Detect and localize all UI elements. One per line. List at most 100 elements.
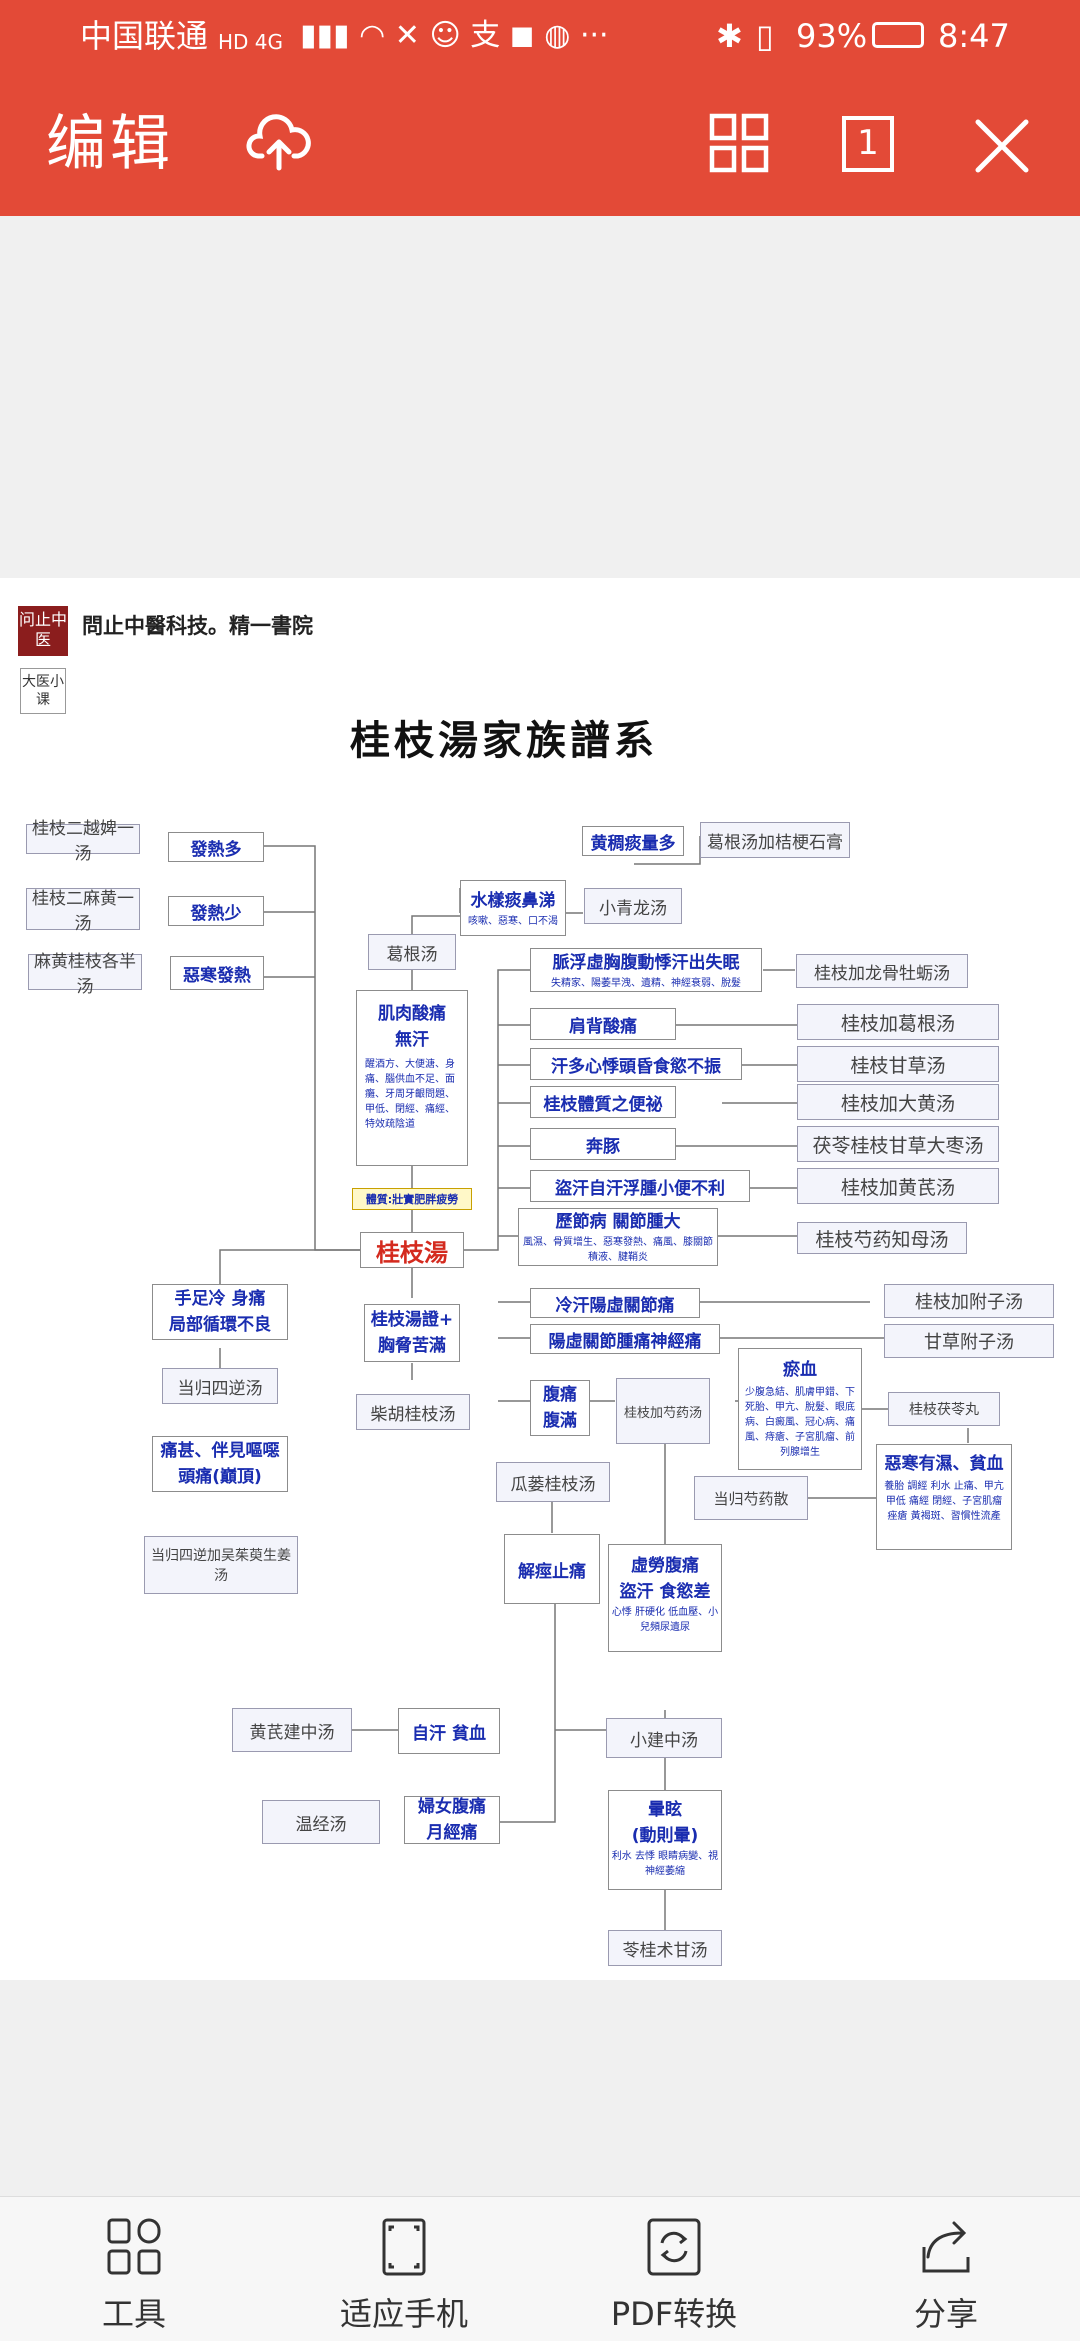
node-label: 桂枝加大黄汤 — [840, 1092, 955, 1115]
herb-node: 麻黄桂枝各半汤 — [28, 952, 142, 997]
node-label: 柴胡桂枝汤 — [370, 1404, 456, 1425]
herb-node: 小建中汤 — [606, 1718, 722, 1758]
symptom-node: 痛甚、伴見嘔噁 頭痛(巔頂) — [152, 1436, 288, 1492]
node-label: 痛甚、伴見嘔噁 — [160, 1441, 280, 1461]
node-label: 發熱少 — [190, 903, 242, 924]
pdf-convert-icon — [647, 2218, 701, 2276]
bottom-toolbar: 工具 适应手机 PDF转换 分享 — [0, 2196, 1080, 2341]
symptom-node: 虛勞腹痛 盜汗 食慾差 心悸 肝硬化 低血壓、小兒頻尿遺尿 — [608, 1544, 722, 1652]
herb-node: 当归四逆汤 — [162, 1368, 278, 1404]
node-label: 桂枝加黄芪汤 — [840, 1176, 955, 1199]
symptom-node: 盜汗自汗浮腫小便不利 — [530, 1170, 750, 1202]
node-label: 桂枝加附子汤 — [915, 1292, 1023, 1313]
cloud-upload-icon[interactable] — [246, 112, 312, 176]
node-label: 體質:壯實肥胖疲勞 — [365, 1193, 459, 1206]
signal-icon: ▮▮▮ ◠ ✕ ☺ 支 ◼ ◍ ··· — [300, 18, 609, 53]
node-label: 黄稠痰量多 — [590, 833, 676, 854]
herb-node: 葛根汤 — [368, 934, 456, 970]
symptom-node: 發熱多 — [168, 832, 264, 862]
carrier-label: 中国联通 — [80, 17, 209, 55]
vibrate-icon: ▯ — [756, 17, 774, 55]
symptom-node: 陽虛關節腫痛神經痛 — [530, 1324, 720, 1354]
fit-phone-button[interactable]: 适应手机 — [304, 2197, 504, 2341]
herb-node: 当归芍药散 — [694, 1476, 808, 1520]
herb-node: 苓桂术甘汤 — [608, 1930, 722, 1966]
node-sublabel: 少腹急結、肌膚甲錯、下死胎、甲亢、脫髮、眼底病、白癜風、冠心病、痛風、痔瘡、子宮… — [745, 1387, 855, 1458]
node-label: 腹滿 — [543, 1411, 577, 1431]
herb-node: 黄芪建中汤 — [232, 1708, 352, 1752]
node-label: 冷汗陽虛關節痛 — [555, 1295, 675, 1316]
node-label: 桂枝加葛根汤 — [840, 1012, 955, 1035]
clock: 8:47 — [938, 17, 1010, 55]
node-sublabel: 咳嗽、惡寒、口不渴 — [468, 915, 558, 927]
node-label: 桂枝加芍药汤 — [623, 1405, 702, 1421]
node-label: 盜汗自汗浮腫小便不利 — [555, 1178, 725, 1199]
herb-node: 桂枝加葛根汤 — [797, 1004, 999, 1040]
herb-node: 桂枝加附子汤 — [884, 1284, 1054, 1318]
node-label: 葛根汤加桔梗石膏 — [707, 832, 843, 853]
pdf-page[interactable]: 问止中医 問止中醫科技。精一書院 大医小课 桂枝湯家族譜系 桂枝二越婢一汤 發熱… — [0, 578, 1080, 1980]
herb-node: 桂枝甘草汤 — [797, 1046, 999, 1082]
symptom-node: 黄稠痰量多 — [582, 826, 684, 856]
close-icon[interactable] — [974, 118, 1030, 174]
node-label: 肌肉酸痛 — [378, 1004, 446, 1024]
symptom-node: 桂枝湯證+ 胸脅苦滿 — [364, 1304, 460, 1362]
symptom-node: 歷節病 關節腫大 風濕、骨質增生、惡寒發熱、痛風、膝關節積液、腱鞘炎 — [518, 1208, 718, 1266]
node-label: 肩背酸痛 — [569, 1016, 637, 1037]
chart-title: 桂枝湯家族譜系 — [350, 717, 658, 764]
node-sublabel: 醒酒方、大便溏、身痛、腦供血不足、面癱、牙周牙齦問題、甲低、閉經、痛經、特效疏陰… — [365, 1059, 455, 1130]
pdf-convert-button[interactable]: PDF转换 — [574, 2197, 774, 2341]
node-label: 水樣痰鼻涕 — [470, 890, 556, 911]
herb-node: 桂枝芍药知母汤 — [797, 1222, 967, 1254]
node-label: 腹痛 — [543, 1385, 577, 1405]
pdf-convert-label: PDF转换 — [610, 2295, 738, 2333]
edit-button[interactable]: 编辑 — [46, 109, 174, 179]
battery-percent: 93% — [796, 17, 868, 55]
node-label: 桂枝湯證+ — [370, 1310, 454, 1330]
node-label: 桂枝二越婢一汤 — [32, 819, 134, 864]
node-label: 小建中汤 — [630, 1730, 698, 1751]
node-label: 桂枝甘草汤 — [850, 1054, 946, 1077]
node-label: 惡寒有濕、貧血 — [884, 1454, 1004, 1474]
node-label: 暈眩 — [648, 1800, 682, 1820]
node-label: 月經痛 — [426, 1823, 478, 1843]
share-icon — [922, 2221, 970, 2273]
herb-node: 柴胡桂枝汤 — [356, 1394, 470, 1430]
node-label: 手足冷 身痛 — [174, 1289, 266, 1309]
node-sublabel: 心悸 肝硬化 低血壓、小兒頻尿遺尿 — [611, 1607, 719, 1633]
herb-node: 甘草附子汤 — [884, 1324, 1054, 1358]
fit-phone-label: 适应手机 — [339, 2295, 468, 2333]
herb-node: 瓜蒌桂枝汤 — [496, 1462, 610, 1502]
connector-lines — [219, 836, 969, 1930]
grid-view-icon[interactable] — [708, 112, 770, 174]
node-label: (動則暈) — [631, 1826, 699, 1846]
page-number-button[interactable]: 1 — [842, 116, 894, 172]
node-label: 解痙止痛 — [518, 1561, 586, 1582]
node-label: 小青龙汤 — [599, 898, 667, 919]
share-button[interactable]: 分享 — [846, 2197, 1046, 2341]
network-indicator: HD 4G — [218, 30, 284, 54]
symptom-node: 脈浮虛胸腹動悸汗出失眠 失精家、陽萎早洩、遺精、神經衰弱、脫髮 — [530, 948, 762, 992]
tools-button[interactable]: 工具 — [34, 2197, 234, 2341]
node-label: 桂枝二麻黄一汤 — [32, 889, 134, 934]
symptom-node: 解痙止痛 — [504, 1534, 600, 1604]
node-sublabel: 風濕、骨質增生、惡寒發熱、痛風、膝關節積液、腱鞘炎 — [523, 1237, 713, 1263]
node-label: 局部循環不良 — [169, 1315, 271, 1335]
battery-icon — [872, 22, 924, 48]
herb-node: 茯苓桂枝甘草大枣汤 — [797, 1126, 999, 1162]
node-label: 歷節病 關節腫大 — [555, 1212, 681, 1232]
node-label: 瘀血 — [783, 1360, 817, 1380]
symptom-node: 惡寒發熱 — [170, 956, 264, 990]
herb-node: 小青龙汤 — [584, 888, 682, 924]
node-label: 惡寒發熱 — [183, 965, 251, 986]
bluetooth-icon: ✱ — [716, 17, 743, 55]
node-label: 甘草附子汤 — [924, 1332, 1014, 1353]
constitution-note: 體質:壯實肥胖疲勞 — [352, 1188, 472, 1210]
node-label: 虛勞腹痛 — [631, 1556, 699, 1576]
node-label: 無汗 — [395, 1030, 429, 1050]
node-label: 温经汤 — [295, 1814, 347, 1835]
herb-node: 当归四逆加吴茱萸生姜汤 — [144, 1536, 298, 1594]
node-label: 桂枝湯 — [376, 1238, 448, 1267]
herb-node: 温经汤 — [262, 1800, 380, 1844]
herb-node: 桂枝加芍药汤 — [616, 1378, 710, 1444]
